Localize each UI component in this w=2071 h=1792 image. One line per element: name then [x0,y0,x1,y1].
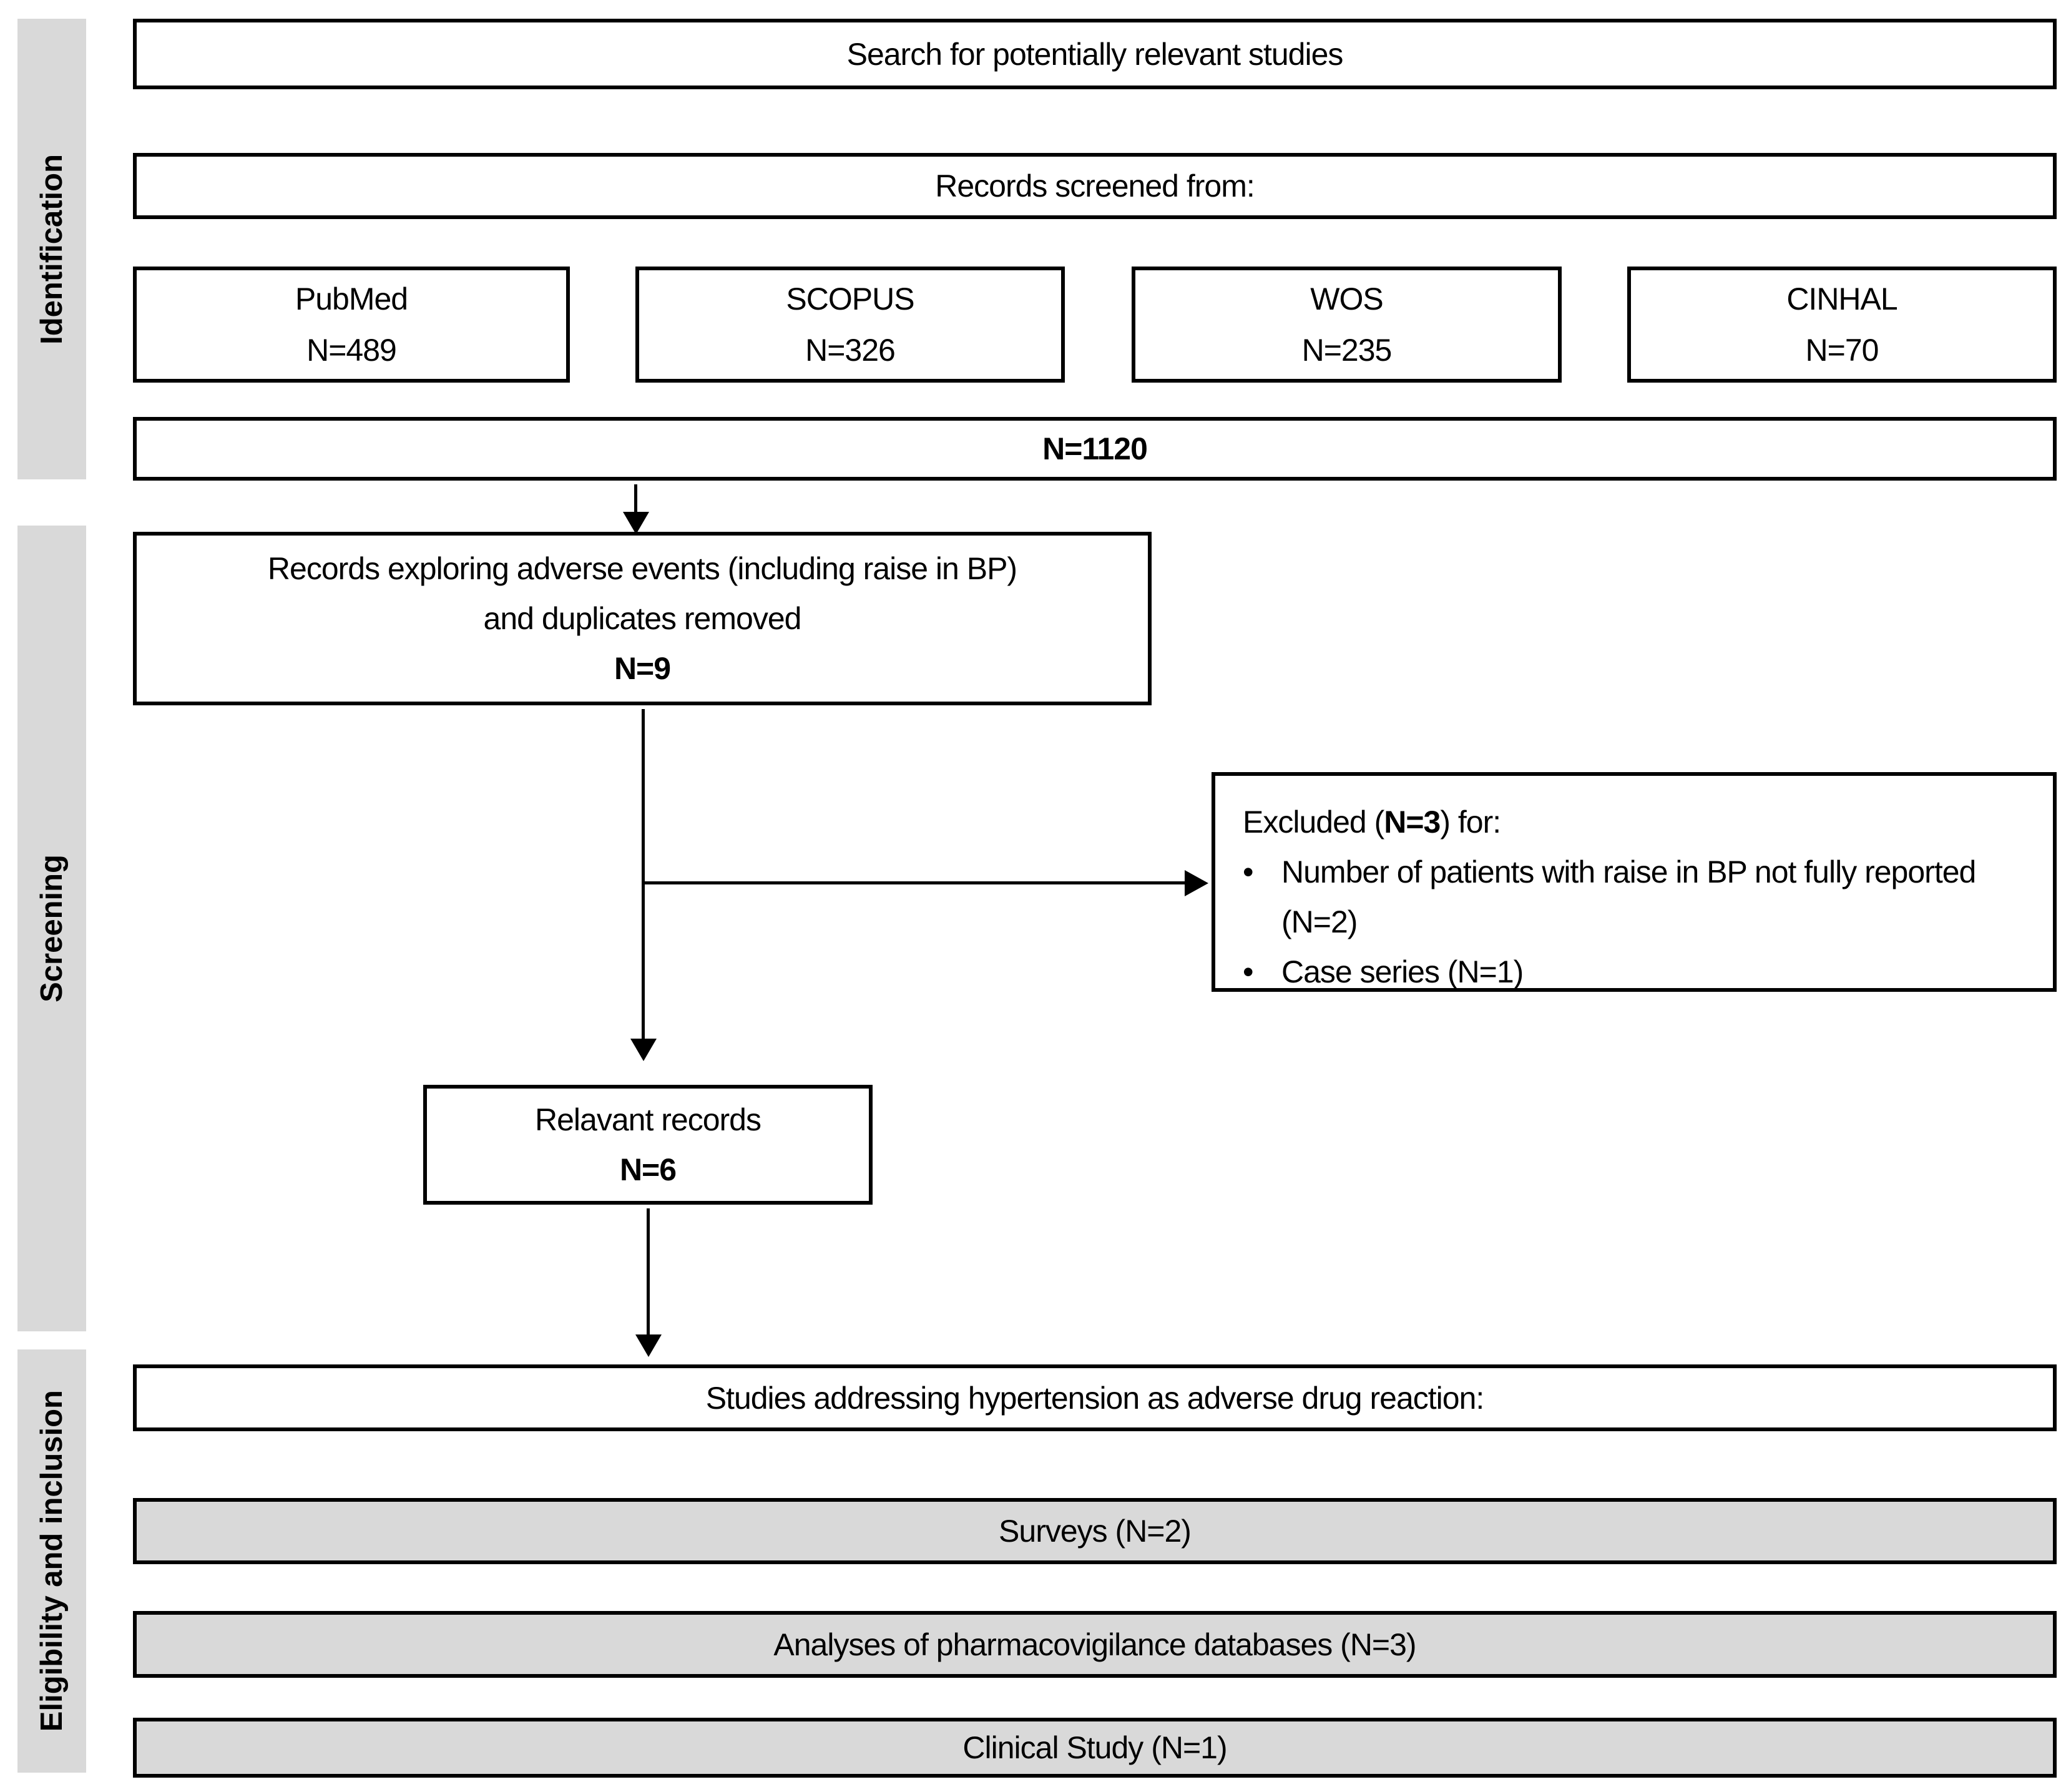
box-relevant-records: Relavant records N=6 [423,1085,873,1205]
arrowhead-down-icon [635,1334,662,1357]
stage-label-screening: Screening [35,854,69,1002]
db-name: SCOPUS [786,282,914,316]
box-screened-line2: and duplicates removed [483,601,802,636]
connector-line-to-excluded [642,881,1186,884]
box-included-pharmacovigilance: Analyses of pharmacovigilance databases … [133,1611,2057,1678]
box-included-header-label: Studies addressing hypertension as adver… [705,1380,1485,1416]
bullet-icon: • [1243,854,1254,889]
excluded-title-pre: Excluded ( [1243,805,1384,840]
box-excluded-title: Excluded (N=3) for: [1243,797,2028,847]
connector-line-screened-to-relevant [642,709,645,1041]
excluded-bullet-2: • Case series (N=1) [1243,947,2028,997]
stage-bar-eligibility-inclusion: Eligibility and inclusion [17,1349,86,1773]
db-name: WOS [1310,282,1383,316]
bullet-icon: • [1243,954,1254,989]
box-included-surveys: Surveys (N=2) [133,1498,2057,1564]
box-total: N=1120 [133,417,2057,481]
box-included-header: Studies addressing hypertension as adver… [133,1364,2057,1431]
db-box-cinhal: CINHAL N=70 [1627,267,2057,383]
stage-bar-identification: Identification [17,19,86,479]
connector-line-relevant-to-included [647,1208,650,1336]
box-screened-line1: Records exploring adverse events (includ… [267,551,1017,586]
box-relevant-count: N=6 [619,1152,677,1187]
arrowhead-down-icon [630,1039,657,1061]
box-included-surveys-label: Surveys (N=2) [999,1514,1192,1549]
excluded-title-post: ) for: [1440,805,1501,840]
box-records-screened: Records screened from: [133,153,2057,219]
box-search-label: Search for potentially relevant studies [846,36,1344,72]
arrowhead-down-icon [623,512,649,534]
box-records-screened-label: Records screened from: [935,169,1255,203]
stage-label-eligibility-inclusion: Eligibility and inclusion [35,1390,69,1732]
excluded-bullet-1-text: Number of patients with raise in BP not … [1281,854,1976,939]
db-count: N=489 [306,333,397,368]
stage-bar-screening: Screening [17,526,86,1331]
db-count: N=326 [805,333,896,368]
db-box-wos: WOS N=235 [1132,267,1562,383]
box-search: Search for potentially relevant studies [133,19,2057,89]
db-count: N=70 [1805,333,1879,368]
db-box-scopus: SCOPUS N=326 [635,267,1065,383]
box-screened-count: N=9 [614,651,671,686]
box-excluded: Excluded (N=3) for: • Number of patients… [1212,772,2057,992]
db-count: N=235 [1301,333,1393,368]
db-name: PubMed [295,282,408,316]
connector-line-total-to-screened [634,484,637,516]
db-name: CINHAL [1786,282,1897,316]
excluded-bullet-2-text: Case series (N=1) [1281,954,1524,989]
box-included-clinical-study: Clinical Study (N=1) [133,1718,2057,1778]
arrowhead-right-icon [1185,870,1208,896]
box-relevant-label: Relavant records [535,1102,761,1137]
box-screened: Records exploring adverse events (includ… [133,532,1152,705]
box-total-label: N=1120 [1042,431,1148,466]
stage-label-identification: Identification [35,154,69,345]
excluded-bullet-1: • Number of patients with raise in BP no… [1243,847,2028,947]
box-included-clinical-study-label: Clinical Study (N=1) [962,1730,1227,1765]
db-box-pubmed: PubMed N=489 [133,267,570,383]
excluded-title-count: N=3 [1384,805,1441,840]
box-included-pharmacovigilance-label: Analyses of pharmacovigilance databases … [773,1627,1416,1662]
